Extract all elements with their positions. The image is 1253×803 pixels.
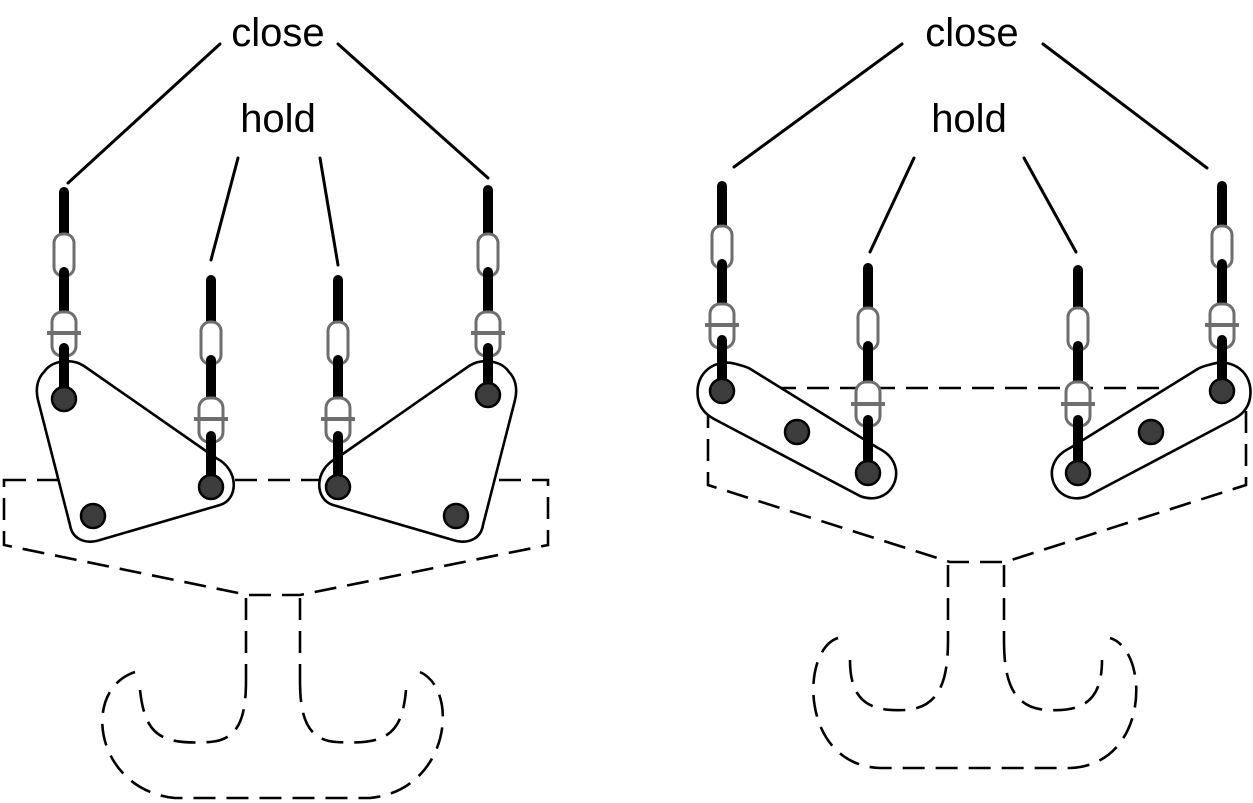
hold-leader-left-b [318, 156, 340, 267]
jaw-plate-left-a [35, 359, 235, 543]
hold-leader-right-b [1022, 156, 1078, 254]
close-leader-right-b [1041, 42, 1209, 170]
pivot-pin-right-2 [783, 418, 811, 446]
hold-label-right: hold [931, 97, 1007, 141]
hold-chain-left-b [321, 275, 355, 491]
grab-shank-right [946, 565, 1006, 640]
grab-body-outline-left [2, 478, 550, 597]
close-chain-right-outer-right [1205, 181, 1239, 395]
pivot-pin-right-4 [1064, 459, 1092, 487]
close-leader-left-a [66, 42, 222, 185]
hold-leader-right-a [868, 156, 916, 254]
pivot-pin-right-6 [1208, 377, 1236, 405]
hold-leader-left-a [209, 156, 240, 262]
hold-chain-right-a [851, 263, 885, 477]
close-leader-left-b [336, 42, 490, 180]
grab-hook-inner-left [138, 679, 408, 744]
grab-hook-outer-right [812, 636, 1138, 770]
grab-shank-left [244, 598, 302, 680]
hold-chain-right-b [1061, 265, 1095, 477]
close-leader-right-a [732, 42, 904, 169]
figure-right: close hold [696, 11, 1252, 770]
pivot-pin-left-4 [324, 473, 352, 501]
grab-hook-outer-left [101, 670, 445, 800]
close-chain-right-outer-left [705, 181, 739, 395]
figure-left: close hold [2, 11, 550, 800]
close-label-right: close [925, 11, 1018, 55]
pivot-pin-left-6 [442, 502, 470, 530]
close-chain-left-inner-right [471, 185, 505, 399]
close-chain-left-outer [47, 187, 81, 403]
pivot-pin-left-2 [197, 473, 225, 501]
close-label-left: close [231, 11, 324, 55]
jaw-plate-left-b [318, 359, 518, 543]
pivot-pin-right-5 [1137, 418, 1165, 446]
hold-label-left: hold [240, 97, 316, 141]
pivot-pin-left-5 [474, 381, 502, 409]
pivot-pin-right-1 [708, 377, 736, 405]
pivot-pin-right-3 [854, 459, 882, 487]
grab-hook-inner-right [848, 639, 1104, 712]
hold-chain-left-a [194, 275, 228, 491]
pivot-pin-left-1 [50, 385, 78, 413]
pivot-pin-left-3 [79, 502, 107, 530]
